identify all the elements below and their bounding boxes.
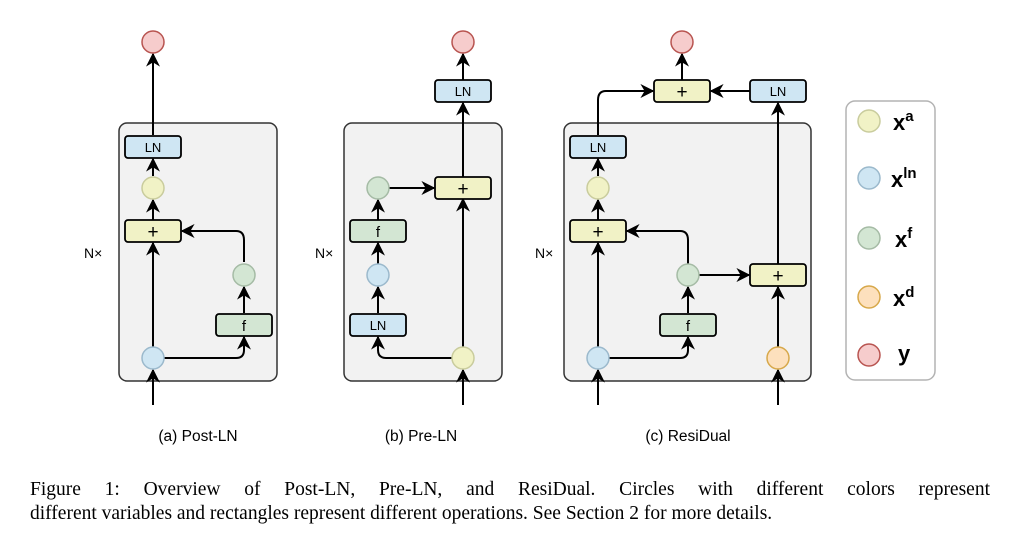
svg-text:LN: LN — [145, 140, 162, 155]
legend-item-xd: xd — [857, 284, 914, 311]
repeat-label: N× — [315, 245, 333, 261]
panel-label: (b) Pre-LN — [385, 428, 457, 445]
panel-label: (c) ResiDual — [645, 428, 730, 445]
op-ln-dual: LN — [749, 79, 807, 103]
svg-text:LN: LN — [590, 140, 607, 155]
op-ln: LN — [569, 135, 627, 159]
legend-swatch — [857, 226, 881, 250]
edge — [180, 224, 245, 262]
edge — [164, 335, 251, 359]
legend-item-xa: xa — [857, 108, 914, 135]
legend-item-xln: xln — [857, 165, 917, 192]
svg-text:xf: xf — [895, 225, 913, 252]
repeat-label: N× — [84, 245, 102, 261]
repeat-label: N× — [535, 245, 553, 261]
legend-swatch — [857, 285, 881, 309]
svg-text:LN: LN — [370, 318, 387, 333]
svg-text:+: + — [457, 179, 468, 200]
op-f: f — [349, 219, 407, 243]
node-xln — [141, 346, 165, 370]
edge — [625, 224, 689, 264]
node-y — [451, 30, 475, 54]
op-add: + — [124, 219, 182, 243]
svg-text:+: + — [772, 266, 783, 287]
legend-swatch — [857, 166, 881, 190]
svg-text:LN: LN — [770, 84, 787, 99]
svg-text:xa: xa — [893, 108, 914, 135]
svg-text:f: f — [376, 224, 381, 241]
svg-text:f: f — [242, 318, 247, 335]
svg-text:+: + — [676, 82, 687, 103]
op-add: + — [569, 219, 627, 243]
svg-text:+: + — [147, 222, 158, 243]
op-add-final: + — [653, 79, 711, 103]
op-add: + — [434, 176, 492, 200]
node-xa — [141, 176, 165, 200]
edge — [597, 84, 655, 135]
caption-line-2: different variables and rectangles repre… — [30, 503, 773, 524]
svg-text:+: + — [592, 222, 603, 243]
op-f: f — [215, 313, 273, 337]
edge — [371, 335, 452, 359]
op-f: f — [659, 313, 717, 337]
node-xa — [586, 176, 610, 200]
caption-line-1: Figure 1: Overview of Post-LN, Pre-LN, a… — [30, 479, 990, 500]
op-ln: LN — [349, 313, 407, 337]
node-xf — [676, 263, 700, 287]
legend: xa xln xf xd y — [845, 100, 936, 381]
panel-residual: N× + LN — [535, 30, 812, 445]
legend-item-xf: xf — [857, 225, 913, 252]
op-add-dual: + — [749, 263, 807, 287]
panel-post-ln: N× LN + f (a) Post-LN — [84, 30, 278, 445]
legend-swatch — [857, 343, 881, 367]
svg-text:xln: xln — [891, 165, 917, 192]
architecture-figure: N× LN + f (a) Post-LN — [84, 30, 936, 445]
op-ln: LN — [124, 135, 182, 159]
panel-label: (a) Post-LN — [158, 428, 237, 445]
op-ln-final: LN — [434, 79, 492, 103]
edge — [609, 335, 695, 359]
svg-text:xd: xd — [893, 284, 914, 311]
node-y — [670, 30, 694, 54]
legend-swatch — [857, 109, 881, 133]
panel-pre-ln: N× LN + f — [315, 30, 503, 445]
repeated-block — [118, 122, 278, 382]
svg-text:LN: LN — [455, 84, 472, 99]
node-xf — [232, 263, 256, 287]
legend-item-y: y — [857, 341, 911, 367]
node-xf — [366, 176, 390, 200]
node-xln — [366, 263, 390, 287]
node-y — [141, 30, 165, 54]
node-xln — [586, 346, 610, 370]
node-xa — [451, 346, 475, 370]
figure-caption: Figure 1: Overview of Post-LN, Pre-LN, a… — [30, 478, 990, 526]
node-xd — [766, 346, 790, 370]
svg-text:y: y — [898, 341, 911, 366]
svg-text:f: f — [686, 318, 691, 335]
repeated-block — [343, 122, 503, 382]
